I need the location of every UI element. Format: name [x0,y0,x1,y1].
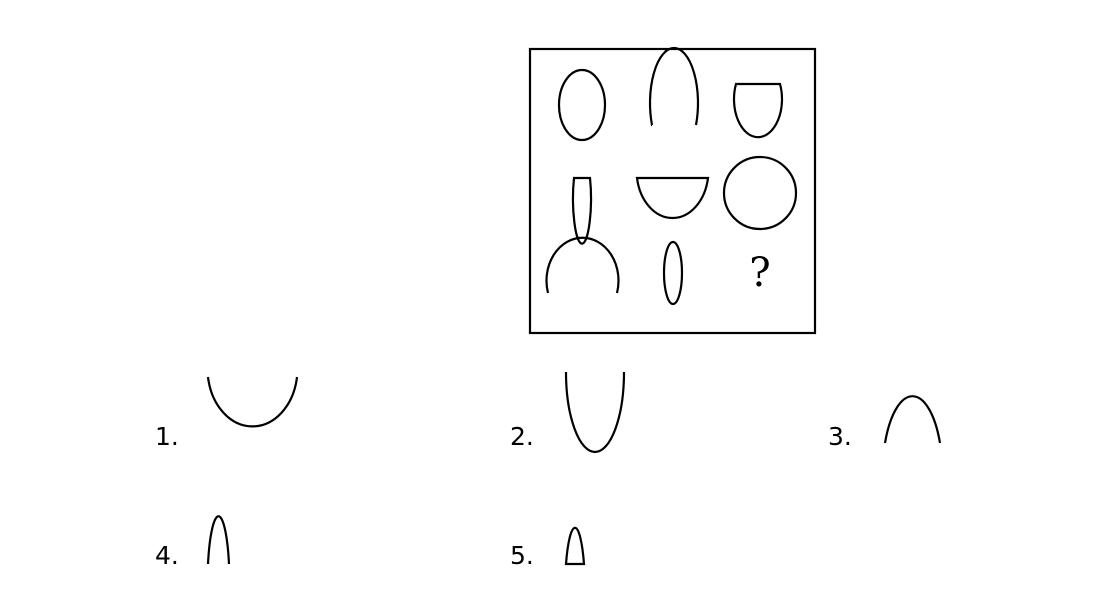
matrix-cell-3-2-narrow-ellipse [662,240,684,306]
matrix-cell-1-1-ellipse [557,68,607,142]
option-2-u-shape[interactable] [564,371,626,454]
option-4-label[interactable]: 4. [155,541,179,570]
matrix-cell-2-3-circle [722,155,798,231]
option-5-flat-bottom-dome[interactable] [564,526,586,566]
option-4-narrow-arch[interactable] [206,515,231,565]
option-3-arch[interactable] [883,395,942,444]
matrix-cell-1-2-arch [648,46,700,127]
matrix-missing-mark: ? [749,250,770,296]
option-3-label[interactable]: 3. [828,422,852,451]
matrix-cell-1-3-flat-top-cup [732,82,784,139]
matrix-cell-2-1-narrow-cup [571,176,593,245]
option-1-label[interactable]: 1. [155,422,179,451]
matrix-cell-2-2-flat-top-bowl [635,176,710,220]
option-1-u-shape[interactable] [206,376,299,428]
option-5-label[interactable]: 5. [510,541,534,570]
option-2-label[interactable]: 2. [510,422,534,451]
matrix-cell-3-1-arch [545,236,620,294]
